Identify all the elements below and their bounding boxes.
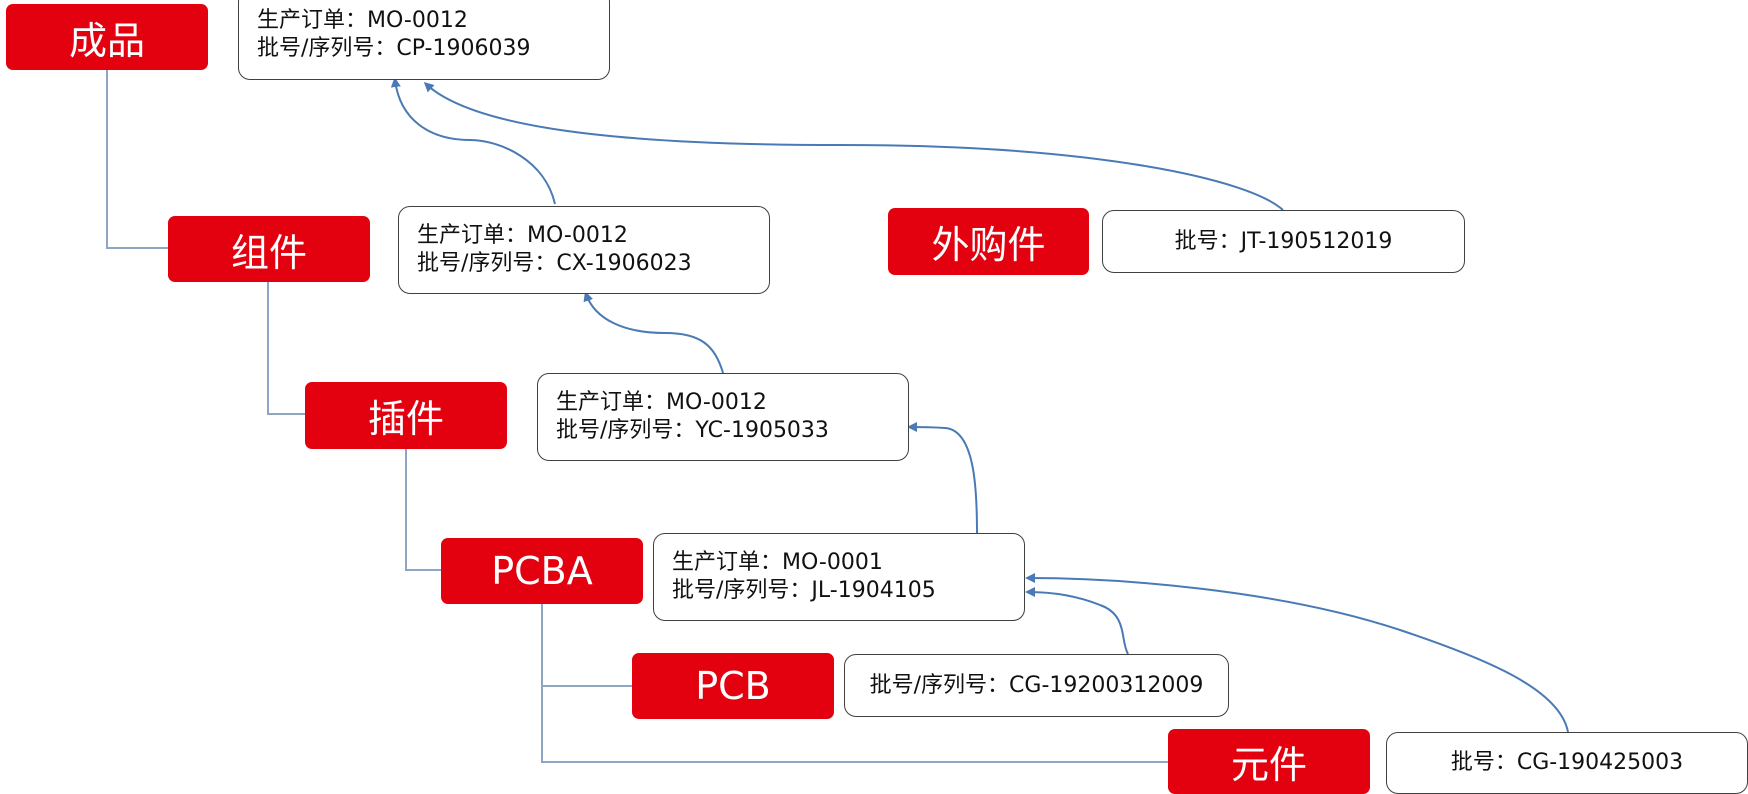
info-box-pcb: 批号/序列号：CG-19200312009	[844, 654, 1229, 717]
tree-line-assembly-plugin	[267, 282, 305, 415]
node-finished-product: 成品	[6, 4, 208, 70]
info-box-component: 批号：CG-190425003	[1386, 732, 1748, 794]
info-order-line: 生产订单：MO-0001	[672, 550, 883, 575]
arrow-assembly-to-finished	[390, 77, 556, 205]
info-batch-line: 批号/序列号：CX-1906023	[417, 251, 692, 276]
arrow-pcba-to-plugin	[907, 422, 978, 534]
info-batch-line: 批号：JT-190512019	[1174, 228, 1393, 254]
arrow-purchased-to-finished	[423, 81, 1284, 211]
node-assembly: 组件	[168, 216, 370, 282]
node-pcb: PCB	[632, 653, 834, 719]
info-order-line: 生产订单：MO-0012	[556, 390, 767, 415]
tree-line-plugin-pcba	[405, 449, 441, 571]
info-order-line: 生产订单：MO-0012	[417, 223, 628, 248]
info-box-plugin: 生产订单：MO-0012 批号/序列号：YC-1905033	[537, 373, 909, 461]
info-box-purchased: 批号：JT-190512019	[1102, 210, 1465, 273]
info-batch-line: 批号/序列号：YC-1905033	[556, 418, 829, 443]
tree-line-finished-assembly	[106, 70, 168, 249]
arrow-component-to-pcba	[1025, 573, 1569, 733]
info-batch-line: 批号/序列号：JL-1904105	[672, 578, 936, 603]
info-batch-line: 批号/序列号：CP-1906039	[257, 36, 531, 61]
info-batch-line: 批号/序列号：CG-19200312009	[869, 672, 1204, 698]
arrow-plugin-to-assembly	[583, 291, 724, 374]
info-box-pcba: 生产订单：MO-0001 批号/序列号：JL-1904105	[653, 533, 1025, 621]
node-plugin: 插件	[305, 382, 507, 449]
info-box-finished: 生产订单：MO-0012 批号/序列号：CP-1906039	[238, 0, 610, 80]
info-batch-line: 批号：CG-190425003	[1450, 750, 1684, 775]
info-box-assembly: 生产订单：MO-0012 批号/序列号：CX-1906023	[398, 206, 770, 294]
tree-line-pcba-pcb	[541, 604, 632, 687]
tree-line-pcba-component	[541, 686, 1168, 763]
arrow-pcb-to-pcba	[1025, 587, 1129, 655]
info-order-line: 生产订单：MO-0012	[257, 8, 468, 33]
node-component: 元件	[1168, 729, 1370, 794]
node-purchased-part: 外购件	[888, 208, 1089, 275]
node-pcba: PCBA	[441, 538, 643, 604]
